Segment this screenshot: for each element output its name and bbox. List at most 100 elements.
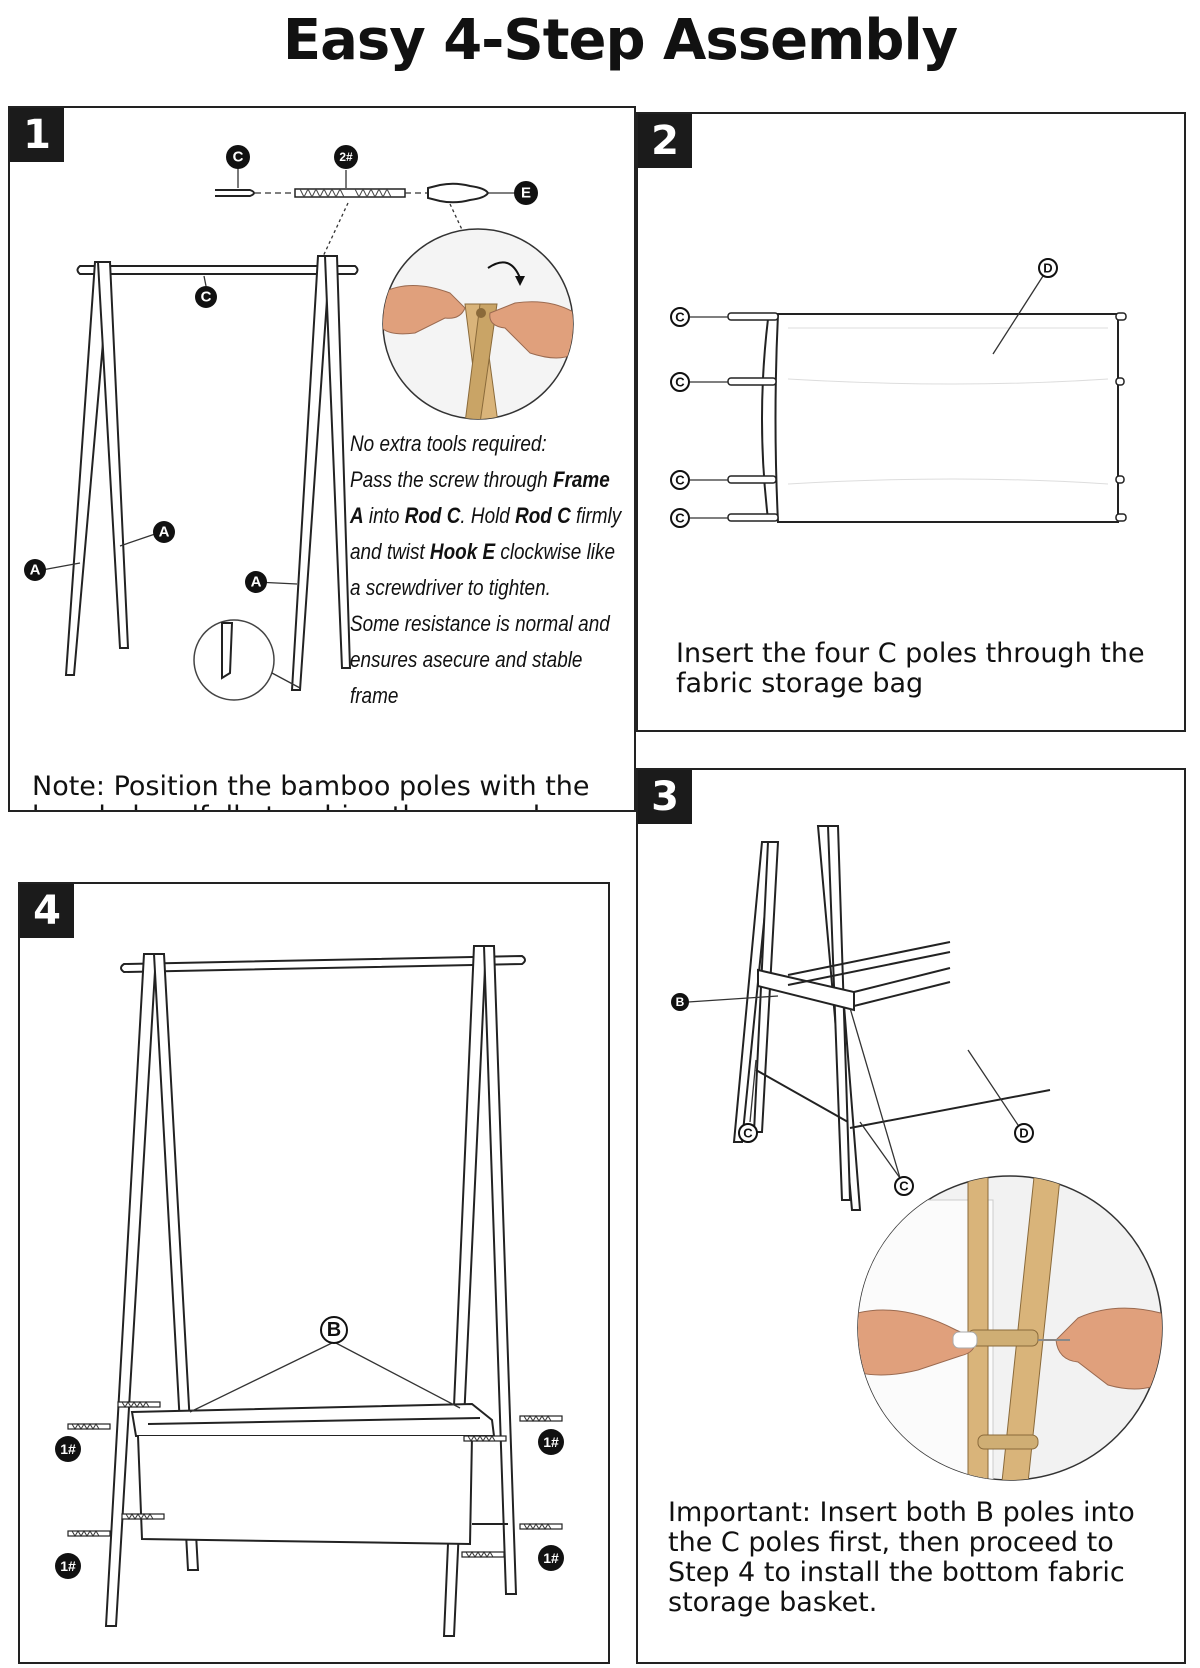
label-d: D <box>1038 258 1058 278</box>
instruction-bold: Frame <box>552 467 610 492</box>
step-2-illustration: C C C C D <box>670 258 1127 528</box>
leader-line <box>849 1007 901 1179</box>
clothes-rack-frame <box>64 255 359 691</box>
svg-text:C: C <box>233 149 244 166</box>
instruction-text: clockwise like <box>495 539 615 564</box>
label-screw-1-bl: 1# <box>55 1553 81 1579</box>
leader-line <box>319 202 349 264</box>
svg-text:1#: 1# <box>60 1441 76 1457</box>
svg-text:2#: 2# <box>339 150 353 164</box>
instruction-line: ensures asecure and stable frame <box>350 647 583 708</box>
label-c-1: C <box>670 307 690 327</box>
leader-line <box>41 562 81 571</box>
label-c-2: C <box>670 372 690 392</box>
step-2-caption: Insert the four C poles through the fabr… <box>676 638 1145 699</box>
leader-line <box>119 532 159 547</box>
label-d: D <box>1014 1123 1034 1143</box>
svg-text:B: B <box>676 995 685 1009</box>
svg-text:C: C <box>675 375 685 390</box>
frame-side-view <box>732 825 1051 1211</box>
instruction-text: and twist <box>350 539 430 564</box>
label-c-left: C <box>738 1123 758 1143</box>
label-b: B <box>320 1316 348 1344</box>
step-2-number: 2 <box>638 114 692 168</box>
step-1-number: 1 <box>10 108 64 162</box>
label-screw-2: 2# <box>334 145 358 169</box>
svg-text:A: A <box>251 574 262 591</box>
step-4-number: 4 <box>20 884 74 938</box>
label-c-3: C <box>670 470 690 490</box>
instruction-line: Pass the screw through Frame <box>350 462 634 498</box>
label-a-left: A <box>24 559 46 581</box>
hook-e-part <box>427 182 490 204</box>
label-c-4: C <box>670 508 690 528</box>
instruction-text: Pass the screw through <box>350 467 553 492</box>
screw-2-part <box>294 187 406 199</box>
svg-text:E: E <box>521 185 531 202</box>
svg-text:1#: 1# <box>60 1558 76 1574</box>
label-c-rod: C <box>195 286 217 308</box>
label-a-inner: A <box>153 521 175 543</box>
fabric-storage-bag <box>761 313 1119 523</box>
svg-text:A: A <box>159 524 170 541</box>
svg-text:1#: 1# <box>543 1434 559 1450</box>
step-1-illustration: C 2# E C A A A <box>24 145 574 701</box>
leader-line <box>203 275 207 287</box>
leader-line <box>992 275 1044 355</box>
svg-text:C: C <box>675 473 685 488</box>
instruction-bold: A <box>350 503 364 528</box>
step-3-panel: 3 <box>636 768 1186 1664</box>
svg-text:D: D <box>1043 261 1052 276</box>
leader-line <box>189 1341 335 1413</box>
completed-rack-frame <box>104 945 526 1637</box>
label-b: B <box>671 993 689 1011</box>
step-3-caption: Important: Insert both B poles into the … <box>668 1497 1135 1618</box>
leader-line <box>749 1059 757 1123</box>
step-3-number: 3 <box>638 770 692 824</box>
instruction-line: A into Rod C. Hold Rod C firmly <box>350 498 634 534</box>
label-c-top: C <box>226 145 250 169</box>
bevel-detail-circle <box>193 619 301 701</box>
insert-pole-photo <box>857 1175 1163 1481</box>
leader-line <box>687 995 779 1003</box>
page-title: Easy 4-Step Assembly <box>282 8 958 73</box>
instruction-text: firmly <box>570 503 622 528</box>
label-a-right: A <box>245 571 267 593</box>
leader-line <box>967 1049 1019 1126</box>
instruction-text: into <box>363 503 405 528</box>
instruction-line: Some resistance is normal and <box>350 611 610 636</box>
twist-hook-photo <box>382 228 574 420</box>
screws-1 <box>67 1401 563 1558</box>
instruction-bold: Rod C <box>404 503 461 528</box>
step-1-instructions: No extra tools required: Pass the screw … <box>350 426 634 714</box>
step-1-panel: 1 <box>8 106 636 812</box>
svg-text:C: C <box>201 289 212 306</box>
label-screw-1-tr: 1# <box>538 1429 564 1455</box>
step-2-panel: 2 C C C C D Insert the four C poles <box>636 112 1186 732</box>
step-4-panel: 4 B 1# 1# 1# 1# <box>18 882 610 1664</box>
rod-c-end-part <box>215 189 255 197</box>
svg-text:C: C <box>899 1179 909 1194</box>
instruction-bold: Rod C <box>515 503 571 528</box>
instruction-bold: Hook E <box>429 539 496 564</box>
leader-line <box>859 1121 901 1179</box>
c-poles <box>727 312 1127 522</box>
instruction-line: and twist Hook E clockwise like <box>350 534 634 570</box>
svg-text:C: C <box>675 511 685 526</box>
step-3-illustration: B C C D <box>671 825 1163 1481</box>
svg-text:D: D <box>1019 1126 1028 1141</box>
instruction-text: . Hold <box>460 503 516 528</box>
label-screw-1-tl: 1# <box>55 1436 81 1462</box>
instruction-line: No extra tools required: <box>350 431 547 456</box>
instruction-line: a screwdriver to tighten. <box>350 575 551 600</box>
label-screw-1-br: 1# <box>538 1545 564 1571</box>
svg-text:B: B <box>327 1319 341 1341</box>
svg-text:A: A <box>30 562 41 579</box>
step-4-illustration: B 1# 1# 1# 1# <box>55 945 564 1637</box>
label-c-right: C <box>894 1176 914 1196</box>
svg-text:C: C <box>675 310 685 325</box>
leader-line <box>333 1341 461 1409</box>
label-e: E <box>514 181 538 205</box>
svg-text:1#: 1# <box>543 1550 559 1566</box>
step-1-note: Note: Position the bamboo poles with the… <box>32 771 590 811</box>
